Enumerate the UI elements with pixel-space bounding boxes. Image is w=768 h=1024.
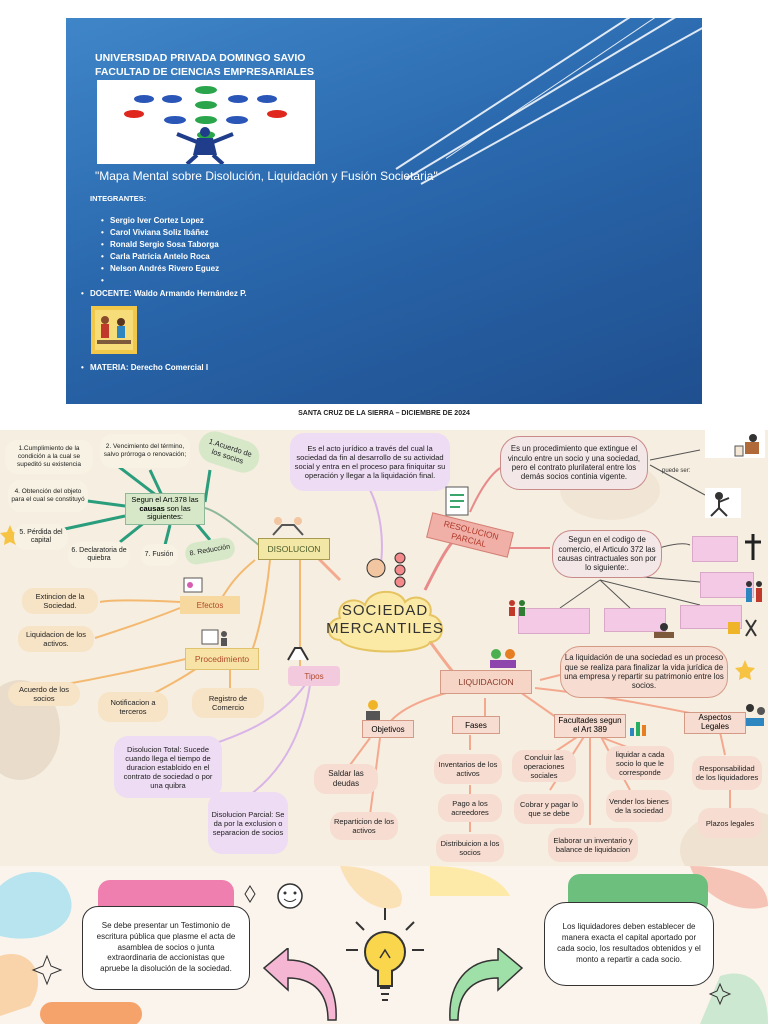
causes-outro: son las siguientes: (147, 503, 191, 522)
central-title-line: MERCANTILES (326, 620, 444, 637)
note-left: Se debe presentar un Testimonio de escri… (82, 906, 250, 990)
member-name: Sergio Iver Cortez Lopez (101, 216, 204, 225)
desk-icon (652, 620, 676, 642)
efectos-node: Efectos (180, 596, 240, 614)
member-name: Carla Patricia Antelo Roca (101, 252, 210, 261)
causes-box: Segun el Art.378 las causas son las sigu… (125, 493, 205, 525)
document-check-icon (440, 485, 474, 519)
tools-icon (726, 616, 760, 640)
tipos-node: Tipos (288, 666, 340, 686)
goal-icon (360, 696, 386, 722)
resolucion-definition: Es un procedimiento que extingue el vinc… (500, 436, 648, 490)
causes-bold: causas (139, 503, 165, 513)
university-logo (97, 80, 315, 166)
procedimiento-item: Registro de Comercio (192, 688, 264, 718)
procedimiento-item: Notificacion a terceros (98, 692, 168, 722)
objetivos-node: Objetivos (362, 720, 414, 738)
objetivo-item: Reparticion de los activos (330, 812, 398, 840)
facultad-item: Cobrar y pagar lo que se debe (514, 794, 584, 824)
central-title-line: SOCIEDAD (341, 602, 429, 619)
decorative-streak (420, 18, 702, 185)
mind-map: SOCIEDAD MERCANTILES DISOLUCION Es el ac… (0, 430, 768, 866)
objetivo-item: Saldar las deudas (314, 764, 378, 794)
pink-placeholder (700, 572, 754, 598)
cause-item: 5. Pérdida del capital (14, 524, 68, 550)
bottom-decoration (0, 866, 768, 1024)
fases-node: Fases (452, 716, 500, 734)
teacher-name: DOCENTE: Waldo Armando Hernández P. (81, 289, 247, 298)
procedimiento-node: Procedimiento (185, 648, 259, 670)
pink-placeholder (518, 608, 590, 634)
causes-intro: Segun el Art.378 las (131, 495, 199, 505)
facultad-item: Concluir las operaciones sociales (512, 750, 576, 782)
decorative-streak (445, 18, 702, 159)
tipo-item: Disolucion Parcial: Se da por la exclusi… (208, 792, 288, 854)
university-name: UNIVERSIDAD PRIVADA DOMINGO SAVIO (95, 52, 306, 64)
art372-box: Segun en el codigo de comercio, el Artic… (552, 530, 662, 578)
puede-ser-label: puede ser: (662, 468, 691, 474)
cross-icon (740, 532, 766, 562)
handshake-icon (268, 515, 308, 537)
aspecto-item: Plazos legales (698, 808, 762, 838)
cause-item: 4. Obtención del objeto para el cual se … (8, 480, 88, 512)
disolucion-definition: Es el acto jurídico a través del cual la… (290, 433, 450, 491)
pink-placeholder (692, 536, 738, 562)
facultad-item: liquidar a cada socio lo que le correspo… (606, 746, 674, 780)
chart-icon (627, 716, 649, 738)
efecto-item: Liquidacion de los activos. (18, 626, 94, 652)
place-date: SANTA CRUZ DE LA SIERRA – DICIEMBRE DE 2… (298, 410, 470, 417)
money-icon (486, 646, 520, 670)
aspecto-item: Responsabilidad de los liquidadores (692, 756, 762, 790)
fase-item: Inventarios de los activos (434, 754, 502, 784)
facultad-item: Elaborar un inventario y balance de liqu… (548, 828, 638, 862)
team-icon (362, 552, 408, 592)
members-label: INTEGRANTES: (90, 194, 147, 203)
fase-item: Distribuicion a los socios (436, 834, 504, 862)
procedimiento-item: Acuerdo de los socios (8, 682, 80, 706)
note-right: Los liquidadores deben establecer de man… (544, 902, 714, 986)
pink-placeholder (604, 608, 666, 632)
cause-item: 6. Declaratoria de quiebra (68, 542, 130, 568)
faculty-name: FACULTAD DE CIENCIAS EMPRESARIALES (95, 66, 314, 78)
member-name: Carol Viviana Soliz Ibáñez (101, 228, 209, 237)
conclusion-section: Se debe presentar un Testimonio de escri… (0, 866, 768, 1024)
member-name: Ronald Sergio Sosa Taborga (101, 240, 219, 249)
member-name: Nelson Andrés Rivero Eguez (101, 264, 219, 273)
liquidacion-definition: La liquidación de una sociedad es un pro… (560, 646, 728, 698)
hands-icon (285, 640, 311, 666)
meeting-icon (742, 702, 768, 732)
teaching-illustration (91, 306, 137, 354)
cause-item: 7. Fusión (140, 544, 178, 566)
subject-name: MATERIA: Derecho Comercial I (81, 363, 208, 372)
effects-icon (182, 576, 204, 596)
left-arrow-icon (258, 946, 338, 1024)
contract-icon (705, 430, 765, 458)
central-topic: SOCIEDAD MERCANTILES (320, 580, 450, 660)
liquidacion-node: LIQUIDACION (440, 670, 532, 694)
document-title: "Mapa Mental sobre Disolución, Liquidaci… (95, 169, 438, 183)
cover-page: UNIVERSIDAD PRIVADA DOMINGO SAVIO FACULT… (66, 18, 702, 404)
efecto-item: Extincion de la Sociedad. (22, 588, 98, 614)
orange-tab (40, 1002, 142, 1024)
exit-icon (705, 488, 741, 518)
people-icon (505, 598, 529, 618)
tipo-item: Disolucion Total: Sucede cuando llega el… (114, 736, 222, 798)
procedure-icon (200, 626, 230, 648)
lightbulb-icon (342, 902, 428, 1012)
right-arrow-icon (448, 946, 528, 1024)
cause-item: 1.Cumplimiento de la condición a la cual… (5, 440, 93, 474)
aspectos-node: Aspectos Legales (684, 712, 746, 734)
cause-item: 2. Vencimiento del término, salvo prórro… (100, 434, 190, 468)
fase-item: Pago a los acreedores (438, 794, 502, 822)
facultades-node: Facultades segun el Art 389 (554, 714, 626, 738)
disolucion-node: DISOLUCION (258, 538, 330, 560)
facultad-item: Vender los bienes de la sociedad (606, 790, 672, 822)
family-icon (742, 578, 766, 606)
